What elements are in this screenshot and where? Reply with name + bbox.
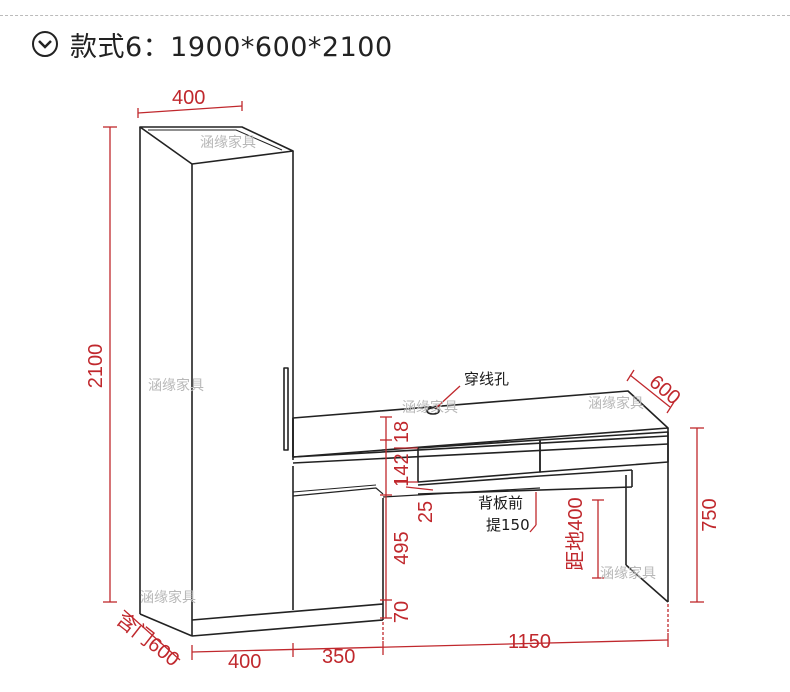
dim-bottom-left: 400 [228,651,261,673]
furniture-outline [139,126,669,637]
page-title: 款式6：1900*600*2100 [70,31,393,63]
dimension-lines [103,101,704,661]
wardrobe-plinth-top [191,603,384,621]
watermark: 涵缘家具 [148,377,204,394]
label-cable-hole: 穿线孔 [464,370,509,388]
dim-back-gap: 25 [415,501,437,523]
drawer-left-bottom [417,475,541,486]
drawer-band-bottom [292,443,669,464]
dim-desk-depth: 600 [645,371,685,409]
header: 款式6：1900*600*2100 [30,24,393,64]
dim-bottom-middle: 350 [322,646,355,668]
wardrobe-bottom-side [139,613,193,637]
watermark: 涵缘家具 [588,395,644,412]
circle-chevron-down-icon [32,31,58,57]
watermark: 涵缘家具 [402,399,458,416]
dim-cabinet-height: 495 [391,531,413,564]
back-panel-line [382,487,541,498]
cable-hole [426,407,440,415]
watermark: 涵缘家具 [200,134,256,151]
dim-drawer-height: 142 [391,453,413,486]
dim-floor-clearance: 距地400 [564,497,587,570]
drawer-right-bottom [539,469,633,477]
wardrobe-top-inner [148,129,283,151]
top-divider [0,15,790,16]
wardrobe-plinth-bottom [191,619,384,637]
label-back-panel-1: 背板前 [478,494,523,512]
dim-top-thickness: 18 [391,421,413,443]
label-back-panel-2: 提150 [486,516,530,534]
cabinet-shelf [292,487,384,497]
door-handle [283,367,289,451]
dim-total-height: 2100 [85,344,107,389]
dim-top-width: 400 [172,87,205,109]
watermark-extra: 涵缘家具 [600,565,656,582]
dim-base-height: 70 [391,601,413,623]
desk-leg-bottom [625,564,669,603]
dim-bottom-right: 1150 [508,631,551,653]
desk-top-front-thickness [292,435,669,458]
dim-desk-height: 750 [699,498,721,531]
cabinet-shelf-lower [292,484,377,493]
watermark: 涵缘家具 [140,589,196,606]
drawer-right [539,431,669,473]
